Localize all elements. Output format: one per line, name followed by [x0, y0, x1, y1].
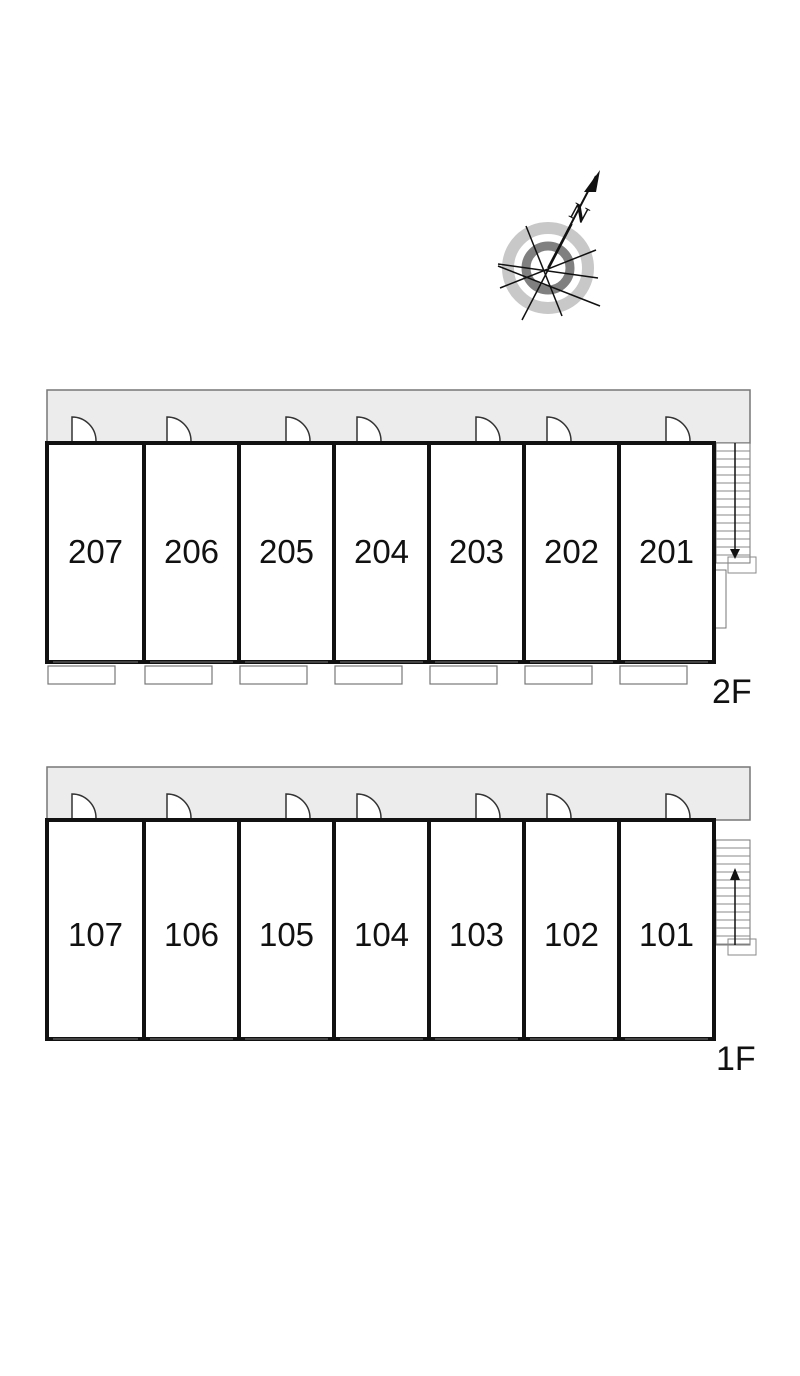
floor-1f: 107 106 105 104 103 102 101 1F	[45, 766, 757, 1078]
door-icon	[546, 416, 572, 442]
door-icon	[166, 416, 192, 442]
arrow-up-icon	[730, 868, 740, 880]
unit-201[interactable]: 201	[617, 416, 716, 685]
corridor	[46, 389, 751, 444]
door-icon	[475, 793, 501, 819]
unit-number: 206	[164, 533, 219, 570]
balcony	[239, 665, 308, 685]
staircase	[715, 839, 757, 956]
compass-north-icon: N	[497, 170, 601, 321]
unit-number: 104	[354, 916, 409, 953]
unit-number: 205	[259, 533, 314, 570]
unit-number: 103	[449, 916, 504, 953]
balcony	[429, 665, 498, 685]
floor-label: 1F	[716, 1040, 756, 1078]
unit-203[interactable]: 203	[427, 416, 526, 685]
unit-number: 107	[68, 916, 123, 953]
staircase	[715, 442, 757, 574]
floor-label: 2F	[712, 673, 752, 711]
door-icon	[665, 416, 691, 442]
door-icon	[285, 793, 311, 819]
unit-101[interactable]: 101	[617, 793, 716, 1041]
balcony	[619, 665, 688, 685]
unit-number: 106	[164, 916, 219, 953]
unit-number: 203	[449, 533, 504, 570]
door-icon	[356, 793, 382, 819]
door-icon	[356, 416, 382, 442]
unit-204[interactable]: 204	[332, 416, 431, 685]
unit-107[interactable]: 107	[45, 793, 146, 1041]
unit-number: 202	[544, 533, 599, 570]
balcony	[144, 665, 213, 685]
unit-202[interactable]: 202	[522, 416, 621, 685]
door-icon	[285, 416, 311, 442]
unit-205[interactable]: 205	[237, 416, 336, 685]
unit-105[interactable]: 105	[237, 793, 336, 1041]
unit-106[interactable]: 106	[142, 793, 241, 1041]
door-icon	[665, 793, 691, 819]
unit-number: 105	[259, 916, 314, 953]
door-icon	[475, 416, 501, 442]
door-icon	[546, 793, 572, 819]
unit-104[interactable]: 104	[332, 793, 431, 1041]
floor-2f: 207 206 205 204 203 202 201 2F	[45, 389, 757, 711]
unit-number: 102	[544, 916, 599, 953]
unit-206[interactable]: 206	[142, 416, 241, 685]
arrow-down-icon	[730, 549, 740, 559]
unit-number: 201	[639, 533, 694, 570]
balcony	[47, 665, 116, 685]
balcony	[334, 665, 403, 685]
door-icon	[71, 793, 97, 819]
unit-103[interactable]: 103	[427, 793, 526, 1041]
door-icon	[166, 793, 192, 819]
unit-number: 204	[354, 533, 409, 570]
unit-number: 207	[68, 533, 123, 570]
corridor	[46, 766, 751, 821]
balcony	[524, 665, 593, 685]
unit-207[interactable]: 207	[45, 416, 146, 685]
door-icon	[71, 416, 97, 442]
unit-number: 101	[639, 916, 694, 953]
unit-102[interactable]: 102	[522, 793, 621, 1041]
